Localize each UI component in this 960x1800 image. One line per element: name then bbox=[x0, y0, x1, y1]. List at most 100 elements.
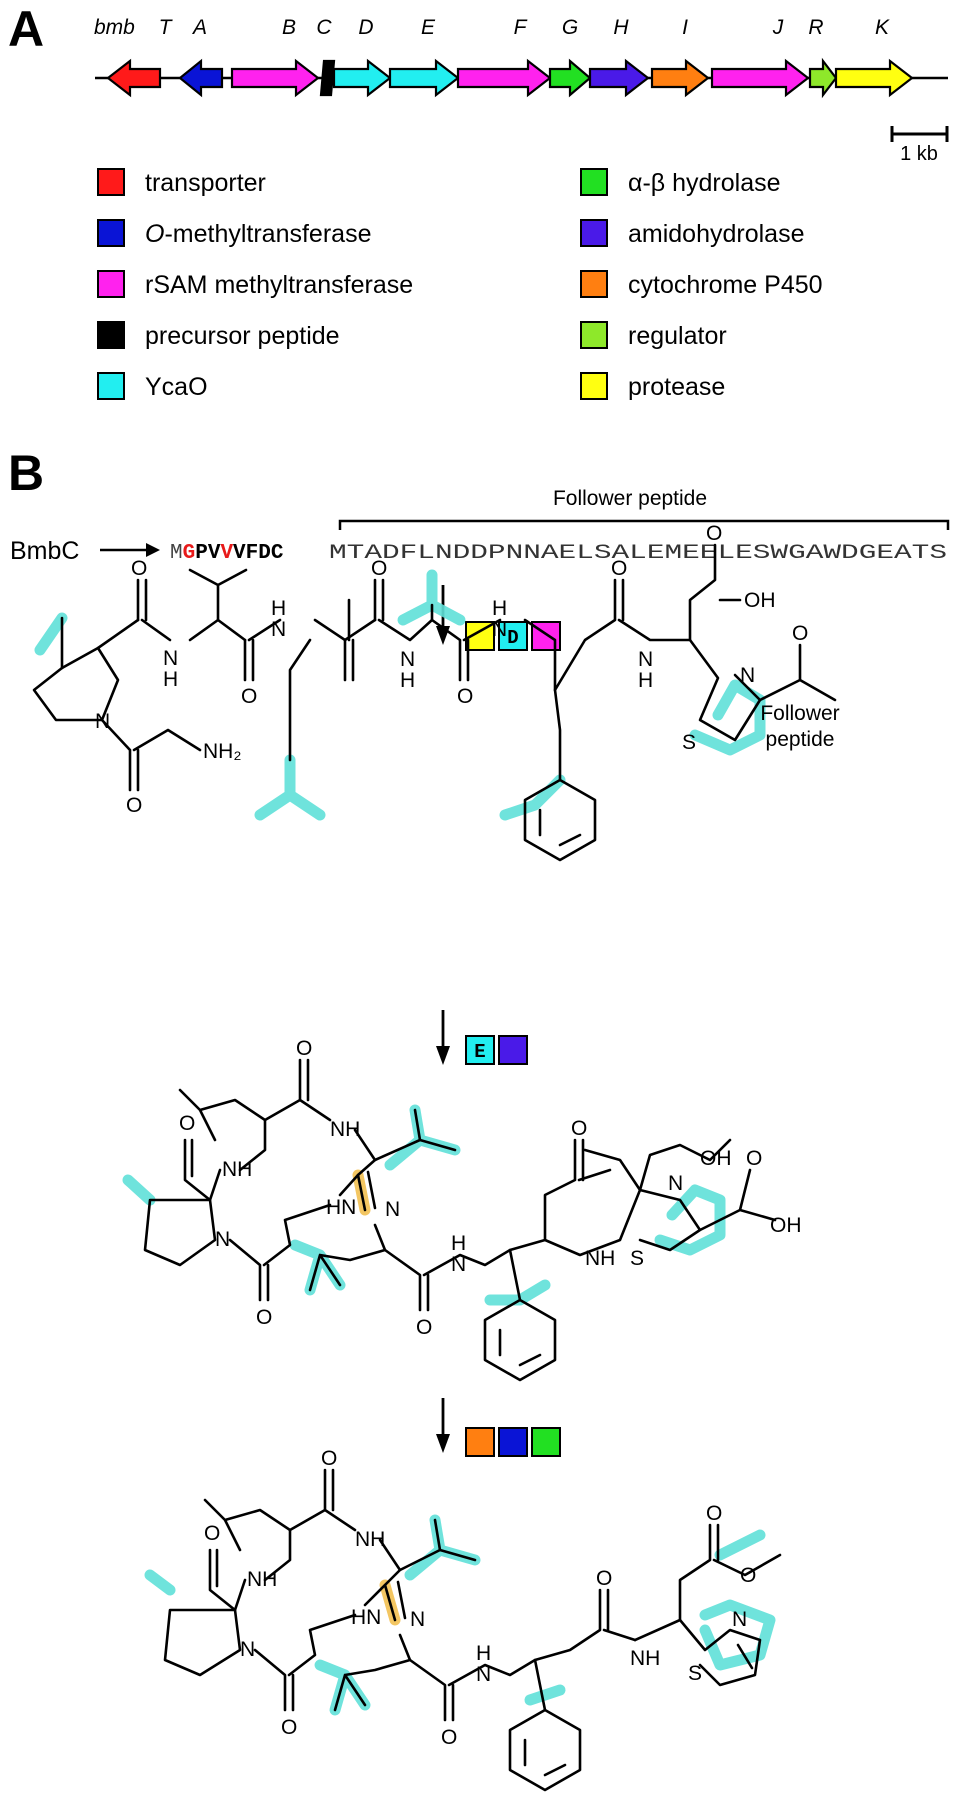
atom-label: O bbox=[740, 1564, 756, 1587]
arrow-down-icon bbox=[436, 1046, 450, 1065]
legend-label: precursor peptide bbox=[145, 322, 340, 350]
legend-swatch bbox=[97, 372, 125, 400]
atom-label: H bbox=[638, 669, 653, 692]
atom-label: O bbox=[611, 557, 627, 580]
gene-arrow-k bbox=[834, 58, 914, 98]
atom-label: O bbox=[746, 1147, 762, 1170]
gene-label-r: R bbox=[808, 16, 823, 39]
arrow-down-icon bbox=[436, 1434, 450, 1453]
enzyme-box bbox=[465, 1035, 495, 1065]
atom-label: NH bbox=[585, 1247, 615, 1270]
gene-label-a: A bbox=[191, 16, 207, 39]
atom-label: S bbox=[630, 1247, 644, 1270]
atom-label: N bbox=[271, 618, 286, 641]
atom-label: N bbox=[732, 1608, 747, 1631]
legend-label: rSAM methyltransferase bbox=[145, 271, 413, 299]
gene-label-c: C bbox=[316, 16, 332, 39]
legend-swatch bbox=[97, 321, 125, 349]
gene-label-t: T bbox=[159, 16, 174, 39]
gene-arrow-i bbox=[650, 58, 710, 98]
gene-label-j: J bbox=[772, 16, 784, 39]
atom-label: O bbox=[131, 557, 147, 580]
legend-label: YcaO bbox=[145, 373, 208, 401]
enzyme-box bbox=[498, 1035, 528, 1065]
legend-label: regulator bbox=[628, 322, 727, 350]
legend-label: α-β hydrolase bbox=[628, 169, 781, 197]
gene-label-i: I bbox=[682, 16, 688, 39]
gene-arrow-t bbox=[106, 58, 162, 98]
atom-label: N bbox=[215, 1228, 230, 1251]
atom-label: O bbox=[241, 685, 257, 708]
enzyme-box-label: D bbox=[507, 627, 518, 649]
legend-label: amidohydrolase bbox=[628, 220, 805, 248]
structure-final-product: O NH NH O HN N N O O H N O NH O O N S bbox=[144, 1447, 782, 1792]
gene-arrow-h bbox=[588, 58, 650, 98]
cluster-prefix: bmb bbox=[94, 16, 135, 39]
atom-label: O bbox=[321, 1447, 337, 1470]
atom-label: N bbox=[492, 618, 507, 641]
legend-swatch bbox=[580, 219, 608, 247]
legend-swatch bbox=[580, 270, 608, 298]
atom-label: O bbox=[706, 1502, 722, 1525]
gene-label-k: K bbox=[875, 16, 890, 39]
atom-label: NH bbox=[222, 1158, 252, 1181]
gene-label-h: H bbox=[613, 16, 629, 39]
legend-label: O-methyltransferase bbox=[145, 220, 371, 248]
gene-arrow-r bbox=[808, 57, 838, 99]
atom-label: NH₂ bbox=[203, 740, 241, 763]
legend-swatch bbox=[580, 168, 608, 196]
structure-macrocycle-intermediate: O NH NH O HN N N O O H N O NH OH N S O O… bbox=[122, 1037, 802, 1382]
step-arrow-2 bbox=[436, 1010, 450, 1065]
atom-label: N bbox=[740, 664, 755, 687]
legend-swatch bbox=[97, 219, 125, 247]
atom-label: NH bbox=[355, 1528, 385, 1551]
gene-label-d: D bbox=[358, 16, 373, 39]
atom-label: O bbox=[281, 1716, 297, 1739]
atom-label: O bbox=[441, 1726, 457, 1749]
gene-arrow-g bbox=[548, 58, 592, 98]
atom-label: OH bbox=[770, 1214, 802, 1237]
follower-label: Follower bbox=[760, 702, 839, 725]
follower-bracket-label: Follower peptide bbox=[553, 487, 707, 510]
atom-label: H bbox=[271, 597, 286, 620]
precursor-name: BmbC bbox=[10, 537, 79, 565]
gene-arrow-a bbox=[178, 58, 224, 98]
atom-label: S bbox=[682, 731, 696, 754]
atom-label: N bbox=[451, 1253, 466, 1276]
atom-label: O bbox=[706, 522, 722, 545]
atom-label: H bbox=[451, 1232, 466, 1255]
enzyme-box-label: E bbox=[474, 1041, 485, 1063]
core-residue: M bbox=[170, 542, 183, 565]
legend-label: transporter bbox=[145, 169, 266, 197]
enzyme-box bbox=[465, 1427, 495, 1457]
gene-label-e: E bbox=[421, 16, 436, 39]
gene-label-g: G bbox=[562, 16, 578, 39]
atom-label: H bbox=[163, 668, 178, 691]
atom-label: O bbox=[792, 622, 808, 645]
core-residue: G bbox=[183, 542, 196, 565]
legend-label: protease bbox=[628, 373, 725, 401]
atom-label: O bbox=[126, 794, 142, 817]
scale-bar: 1 kb bbox=[890, 126, 949, 165]
atom-label: H bbox=[492, 597, 507, 620]
atom-label: O bbox=[371, 557, 387, 580]
core-residue: PV bbox=[195, 542, 221, 565]
atom-label: O bbox=[571, 1117, 587, 1140]
follower-bracket bbox=[338, 519, 950, 530]
atom-label: O bbox=[204, 1522, 220, 1545]
gene-label-b: B bbox=[282, 16, 296, 39]
atom-label: H bbox=[400, 669, 415, 692]
legend-swatch bbox=[580, 321, 608, 349]
atom-label: O bbox=[596, 1567, 612, 1590]
atom-label: O bbox=[457, 685, 473, 708]
gene-arrow-j bbox=[710, 58, 810, 98]
legend-label: cytochrome P450 bbox=[628, 271, 823, 299]
legend-swatch bbox=[580, 372, 608, 400]
atom-label: S bbox=[688, 1662, 702, 1685]
legend-label-text: -methyltransferase bbox=[164, 220, 371, 248]
legend-swatch bbox=[97, 270, 125, 298]
atom-label: H bbox=[476, 1642, 491, 1665]
